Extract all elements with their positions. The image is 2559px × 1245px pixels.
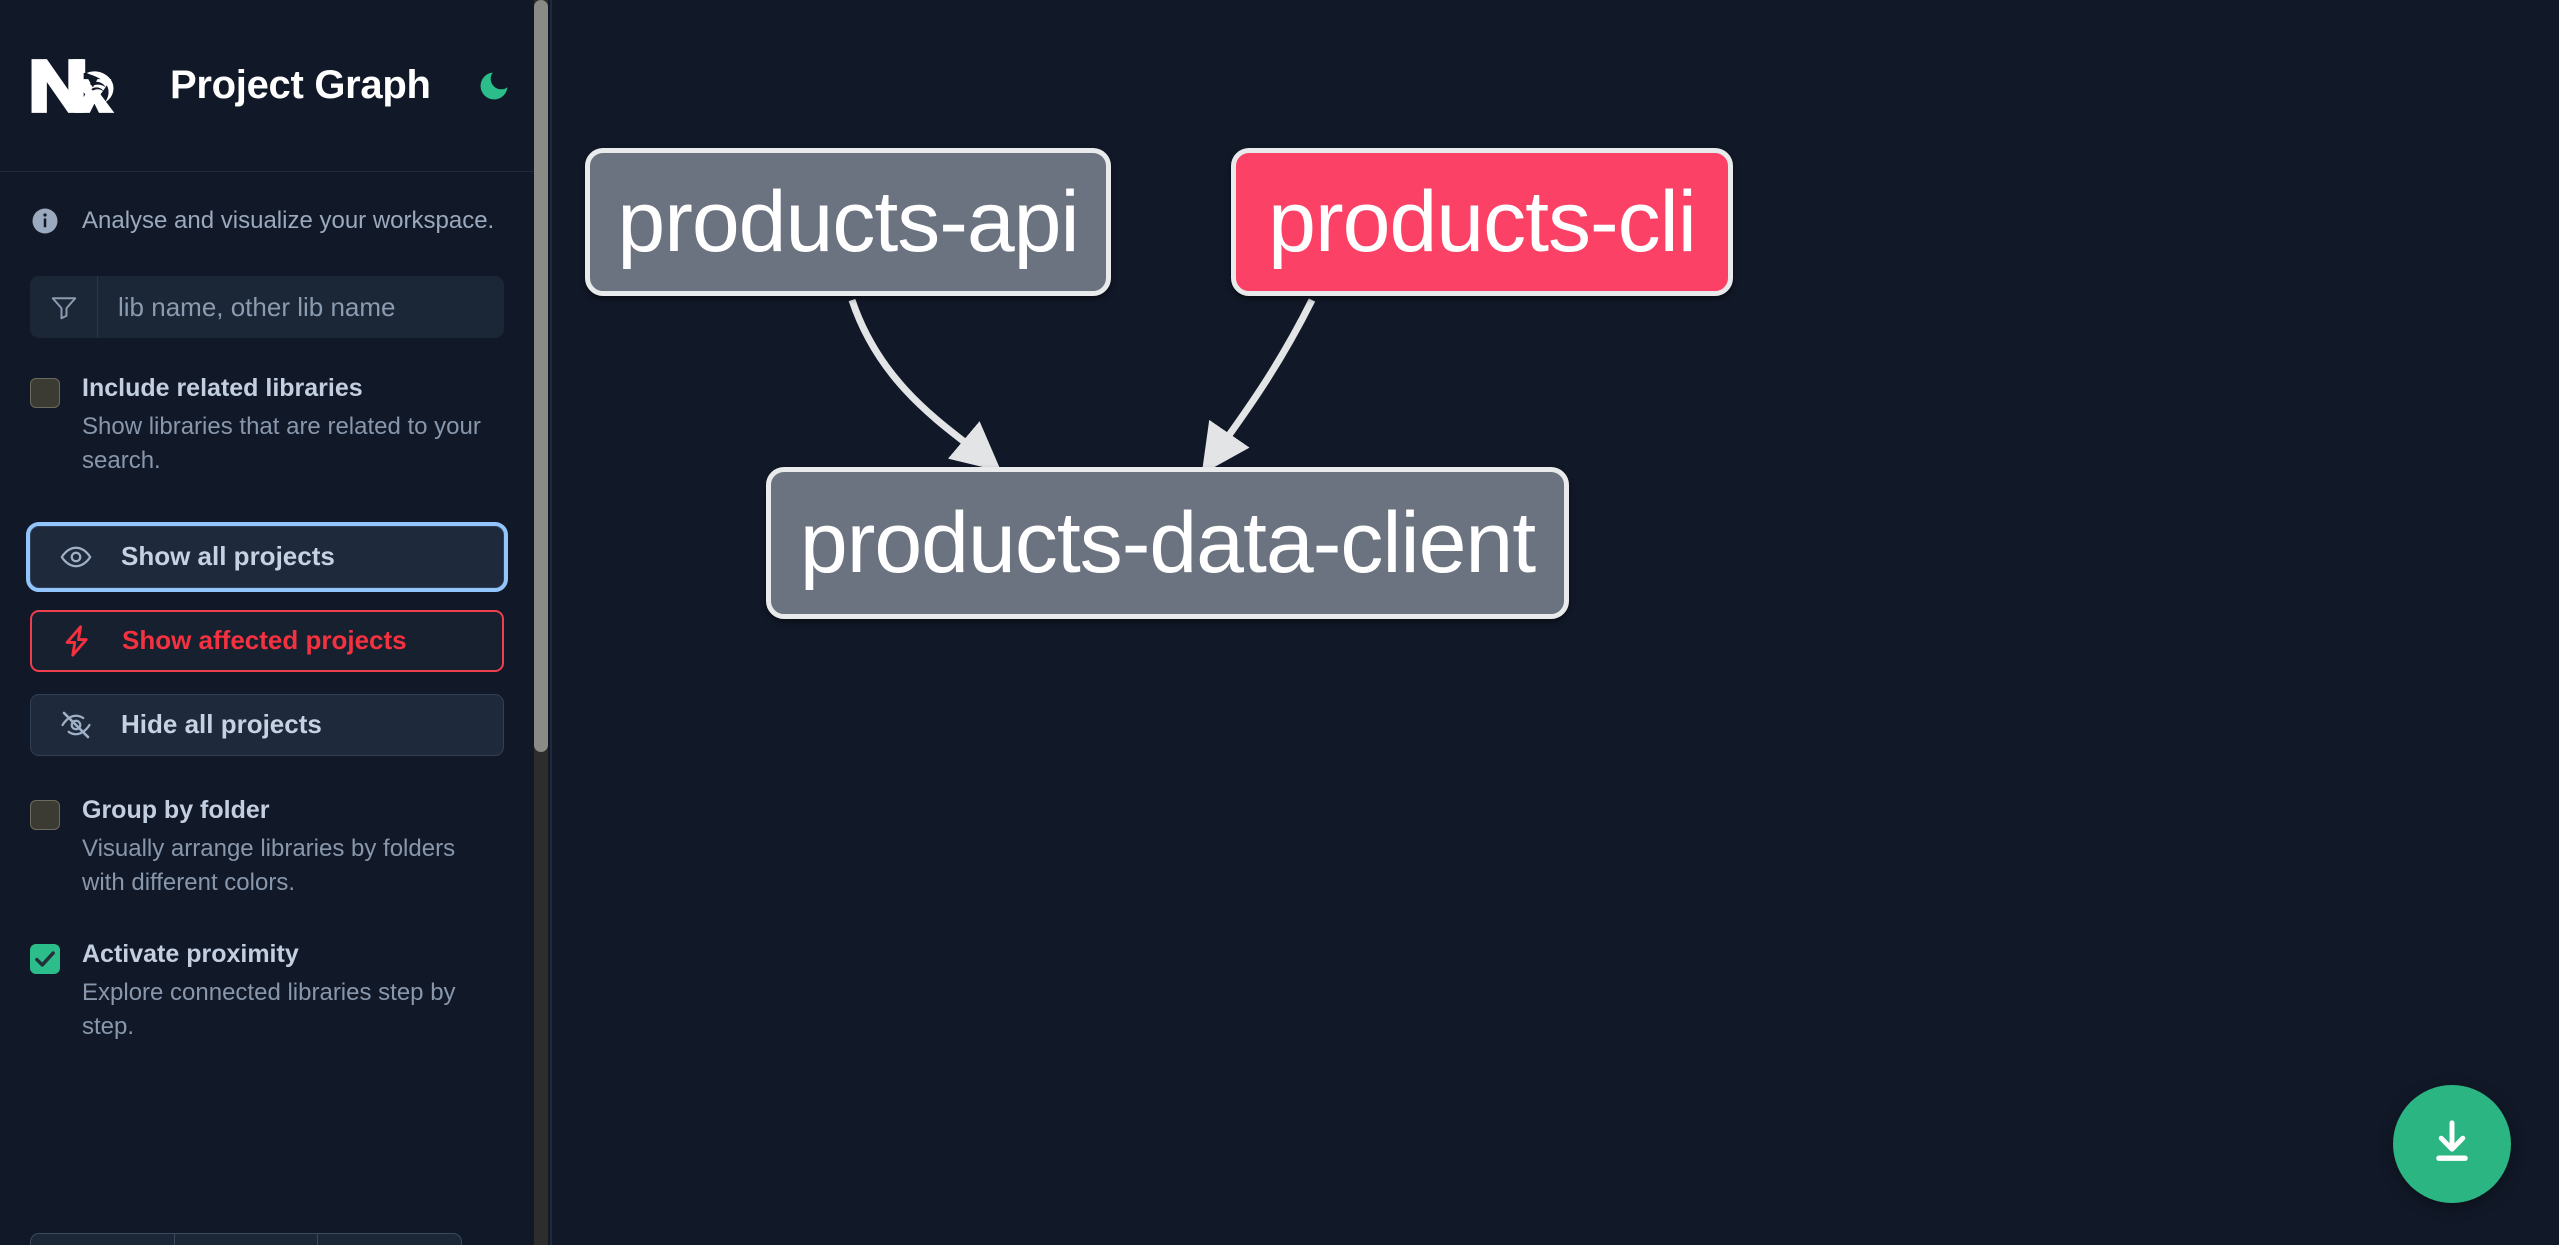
option-label: Include related libraries [82, 374, 363, 402]
hide-all-projects-button[interactable]: Hide all projects [30, 693, 504, 756]
bottom-button-group[interactable] [30, 1233, 462, 1245]
bottom-group-segment-3[interactable] [318, 1234, 461, 1245]
nx-logo-icon [30, 53, 122, 119]
option-description: Show libraries that are related to your … [82, 412, 481, 474]
moon-icon[interactable] [473, 65, 515, 107]
sidebar-scrollbar-track[interactable] [534, 0, 548, 1245]
sidebar-divider [550, 0, 552, 1245]
graph-edges [848, 298, 1316, 475]
node-label: products-data-client [799, 494, 1536, 591]
node-label: products-cli [1268, 173, 1697, 270]
button-label: Show all projects [121, 541, 335, 572]
option-label: Activate proximity [82, 939, 299, 968]
bottom-group-segment-1[interactable] [31, 1234, 175, 1245]
search-input[interactable] [98, 276, 504, 338]
button-label: Hide all projects [121, 709, 322, 740]
graph-node-products-data-client[interactable]: products-data-client [766, 467, 1569, 619]
lightning-bolt-icon [60, 624, 94, 658]
tagline-text: Analyse and visualize your workspace. [82, 207, 495, 234]
download-graph-button[interactable] [2393, 1085, 2511, 1203]
option-group-by-folder[interactable]: Group by folder Visually arrange librari… [0, 794, 534, 900]
checkbox-group-by-folder[interactable] [30, 799, 60, 830]
checkbox-include-related-libraries[interactable] [30, 378, 60, 408]
project-action-buttons: Show all projects Show affected projects [26, 521, 508, 756]
graph-canvas[interactable]: products-api products-cli products-data-… [552, 0, 2559, 1245]
page-title: Project Graph [170, 63, 431, 107]
filter-funnel-icon [30, 276, 98, 338]
option-label: Group by folder [82, 795, 270, 824]
option-include-related-libraries[interactable]: Include related libraries Show libraries… [0, 372, 534, 478]
eye-off-icon [59, 708, 93, 742]
search-box[interactable] [30, 276, 504, 338]
option-description: Explore connected libraries step by step… [82, 978, 456, 1040]
node-label: products-api [617, 173, 1079, 270]
show-affected-projects-button[interactable]: Show affected projects [30, 609, 504, 672]
eye-icon [59, 540, 93, 574]
download-icon [2425, 1115, 2479, 1174]
checkbox-activate-proximity[interactable] [30, 943, 60, 974]
info-icon [30, 206, 60, 236]
sidebar-scroll-area: Project Graph Analyse and visualize yo [0, 0, 534, 1245]
sidebar: Project Graph Analyse and visualize yo [0, 0, 552, 1245]
button-label: Show affected projects [122, 625, 407, 656]
workspace-tagline: Analyse and visualize your workspace. [0, 172, 534, 236]
option-activate-proximity[interactable]: Activate proximity Explore connected lib… [0, 938, 534, 1044]
graph-node-products-cli[interactable]: products-cli [1231, 148, 1733, 296]
option-description: Visually arrange libraries by folders wi… [82, 834, 456, 896]
edge-products-api-to-data-client [848, 298, 1002, 472]
bottom-group-segment-2[interactable] [175, 1234, 319, 1245]
sidebar-scrollbar-thumb[interactable] [534, 0, 548, 752]
show-all-projects-button[interactable]: Show all projects [26, 521, 508, 592]
sidebar-header: Project Graph [0, 0, 534, 172]
edge-products-cli-to-data-client [1201, 298, 1316, 475]
graph-node-products-api[interactable]: products-api [585, 148, 1111, 296]
